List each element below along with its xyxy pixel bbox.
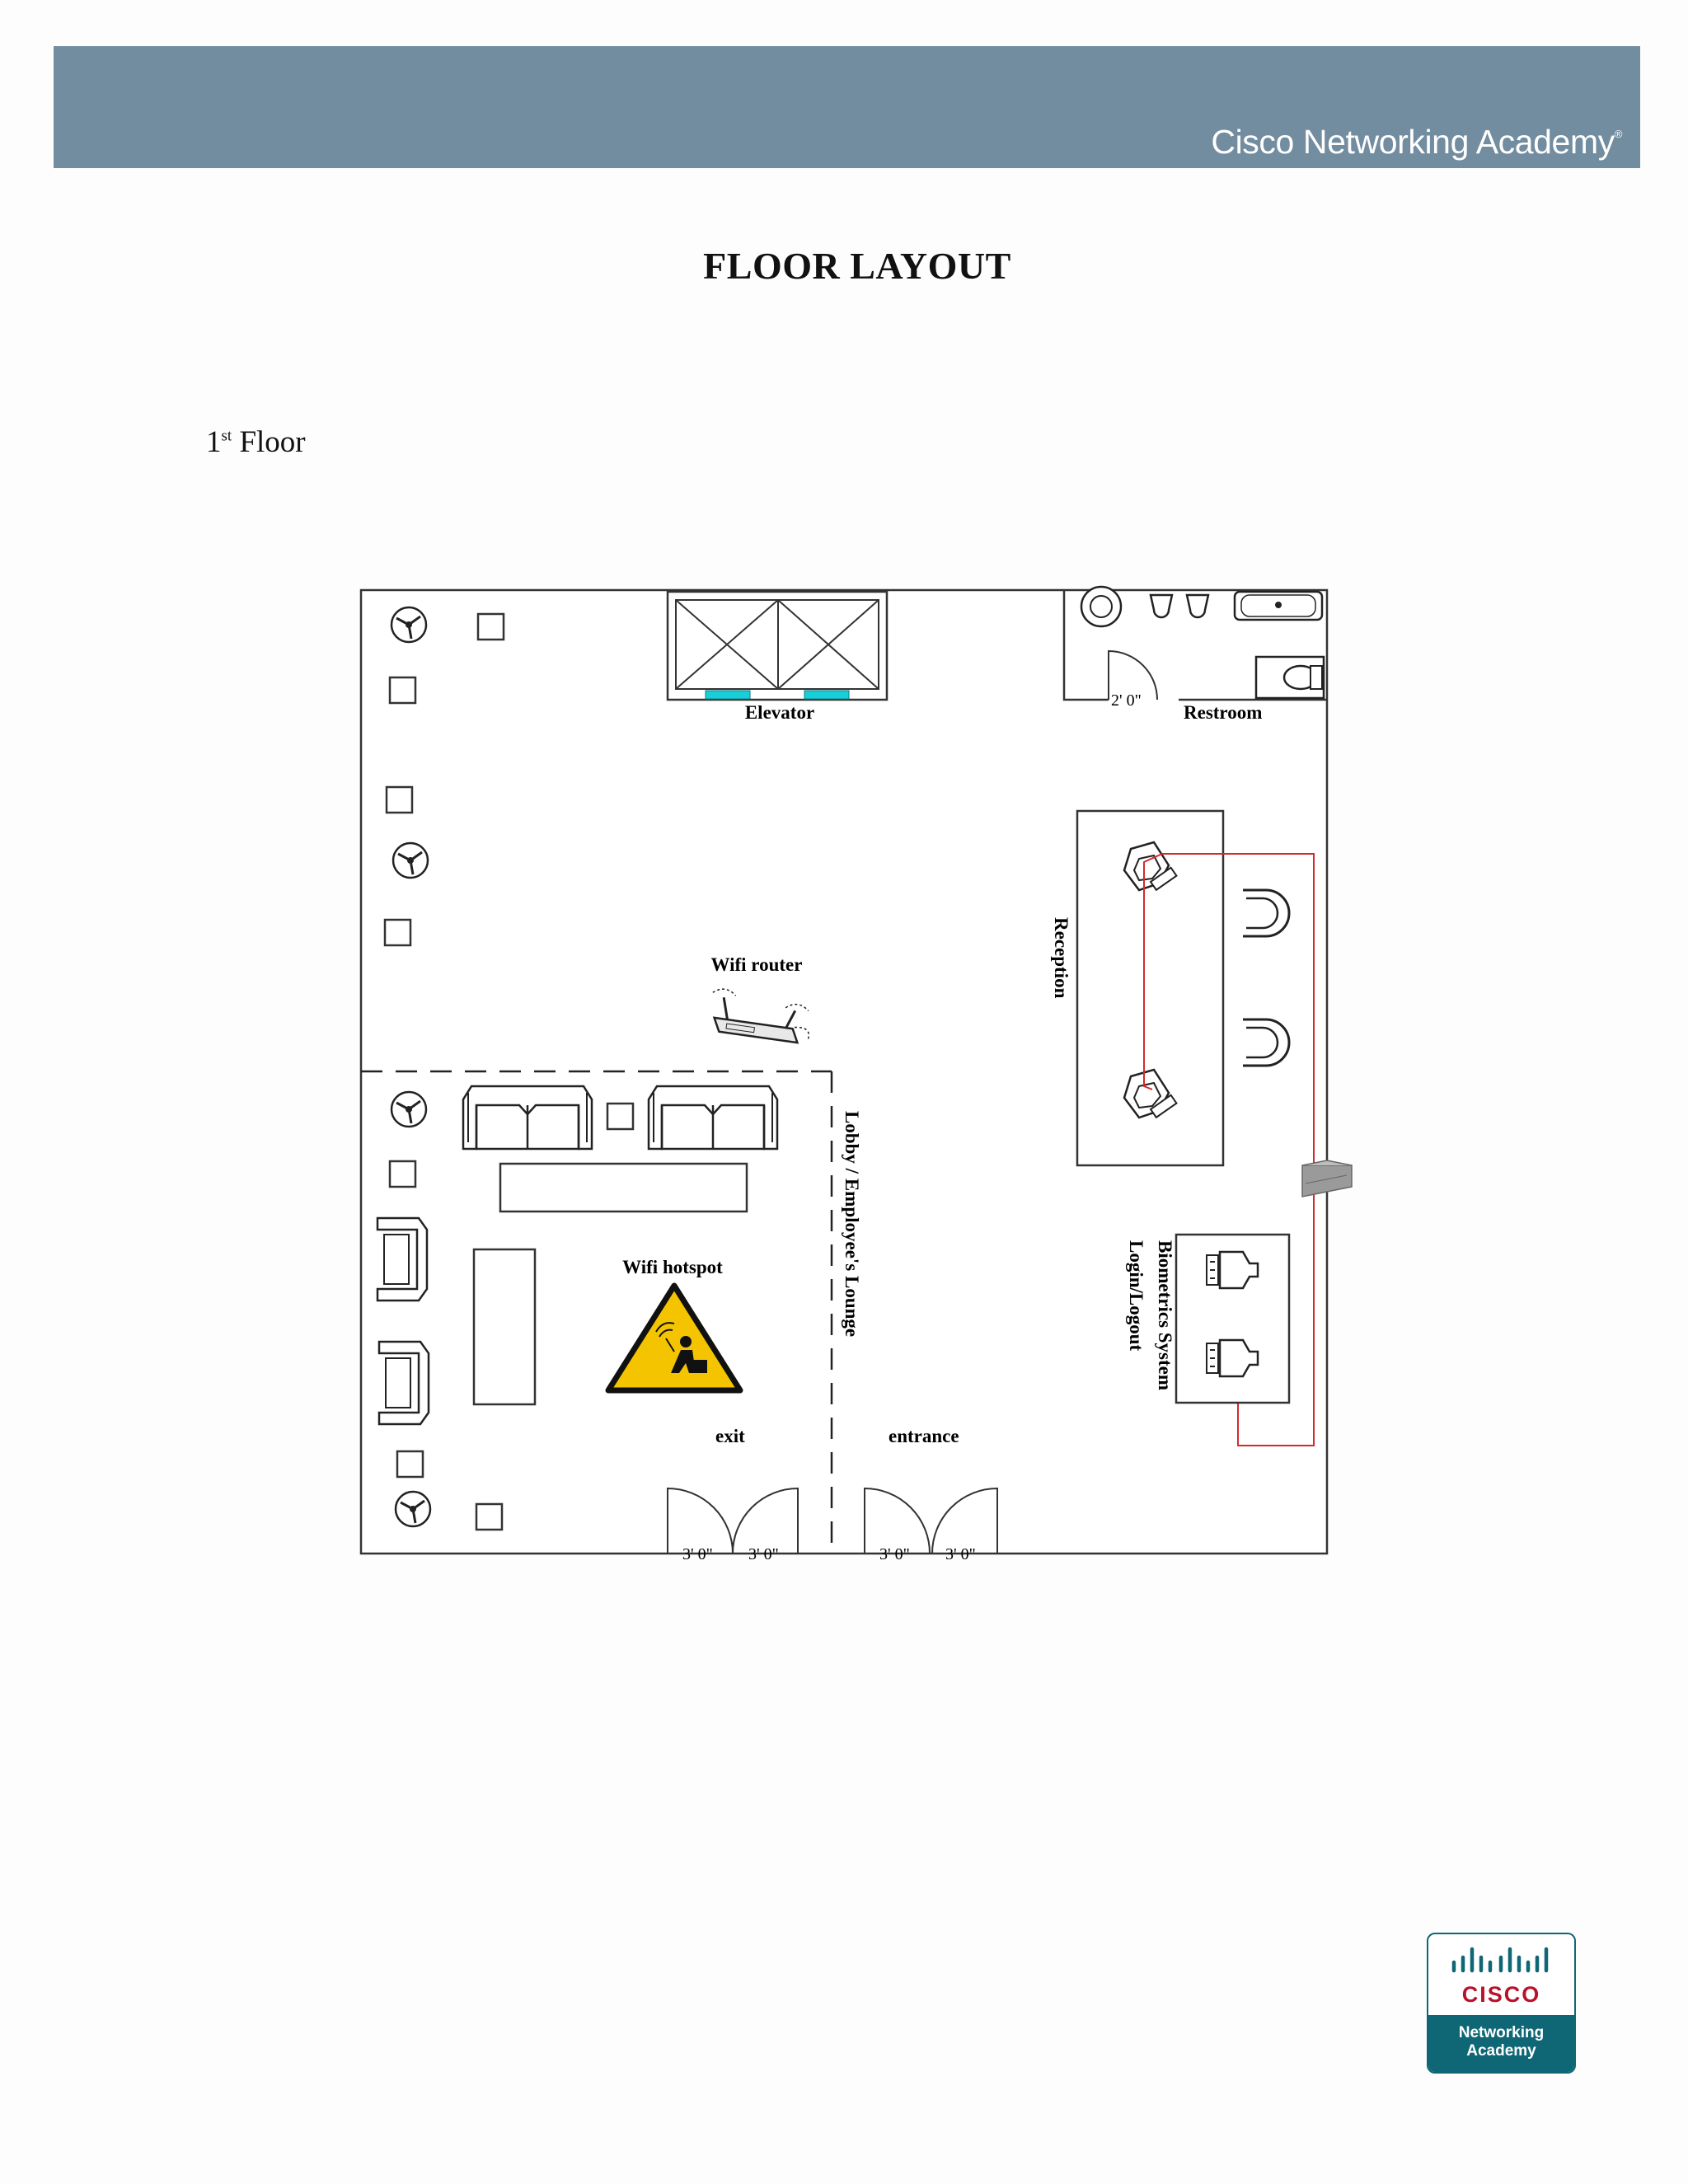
ceiling-fan-icon (390, 1090, 428, 1128)
guest-stool-icon (1241, 1018, 1291, 1067)
lobby-boundary (361, 1070, 833, 1554)
floor-word: Floor (239, 425, 306, 459)
lamp-square (385, 785, 414, 814)
entrance-door[interactable] (864, 1487, 998, 1554)
lamp-square (396, 1450, 424, 1479)
lamp-square (383, 918, 412, 947)
ceiling-fan-icon (394, 1490, 432, 1528)
restroom-door-dimension: 2' 0" (1111, 691, 1142, 710)
network-switch-icon (1301, 1160, 1353, 1197)
header-brand: Cisco Networking Academy® (1211, 123, 1622, 162)
guest-stool-icon (1241, 888, 1291, 938)
urinal-icon (1185, 593, 1210, 619)
lamp-square (388, 676, 417, 705)
wifi-hotspot-label: Wifi hotspot (622, 1257, 723, 1277)
ceiling-fan-icon (392, 841, 429, 879)
side-table (472, 1248, 537, 1406)
floor-number: 1 (206, 425, 222, 459)
floor-suffix: st (221, 427, 232, 445)
exit-door[interactable] (667, 1487, 799, 1554)
header-bar: Cisco Networking Academy® (54, 46, 1640, 168)
lamp-square (606, 1102, 635, 1131)
sink-icon (1080, 585, 1123, 628)
coffee-table (499, 1162, 748, 1213)
wifi-router-label: Wifi router (711, 954, 803, 975)
restroom-label: Restroom (1184, 702, 1262, 723)
bathtub-icon (1233, 590, 1324, 621)
elevator (666, 590, 889, 701)
exit-door-left-dimension: 3' 0" (682, 1545, 713, 1563)
entrance-door-right-dimension: 3' 0" (945, 1545, 976, 1563)
biometrics-label-line1: Biometrics System (1155, 1240, 1175, 1390)
wifi-hotspot-sign-icon (605, 1282, 743, 1394)
network-cable-reception (1162, 853, 1315, 1180)
ceiling-fan-icon (390, 606, 428, 644)
lamp-square (476, 612, 505, 641)
reception-label: Reception (1051, 917, 1071, 999)
lamp-square (475, 1502, 504, 1531)
lamp-square (388, 1160, 417, 1188)
logo-band: Networking Academy (1428, 2015, 1574, 2072)
brand-mark: ® (1614, 128, 1623, 140)
entrance-door-left-dimension: 3' 0" (879, 1545, 910, 1563)
floor-label: 1st Floor (206, 424, 306, 460)
urinal-icon (1149, 593, 1174, 619)
biometrics-label-line2: Login/Logout (1126, 1240, 1146, 1352)
exit-label: exit (715, 1426, 745, 1446)
toilet-icon (1254, 655, 1325, 700)
logo-line2: Academy (1466, 2042, 1536, 2060)
logo-line1: Networking (1458, 2024, 1545, 2041)
cisco-logo: CISCO Networking Academy (1427, 1933, 1576, 2074)
page-title: FLOOR LAYOUT (703, 245, 1011, 287)
cisco-wordmark: CISCO (1461, 1982, 1541, 2007)
cisco-bridge-icon (1451, 1947, 1549, 1973)
exit-door-right-dimension: 3' 0" (748, 1545, 779, 1563)
elevator-label: Elevator (745, 702, 814, 723)
brand-text: Cisco Networking Academy (1211, 123, 1615, 161)
wifi-router-icon (712, 988, 810, 1044)
entrance-label: entrance (889, 1426, 959, 1446)
restroom (1062, 585, 1327, 701)
network-cable-reception-desk (1143, 853, 1163, 1090)
lobby-label: Lobby / Employee's Lounge (842, 1111, 862, 1337)
